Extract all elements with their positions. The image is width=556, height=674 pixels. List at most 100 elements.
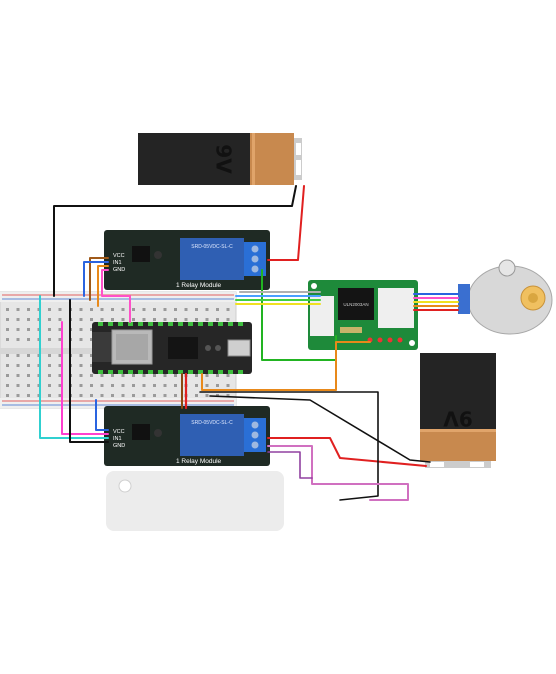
breadboard-hole [111,384,114,387]
breadboard-hole [48,318,51,321]
breadboard-hole [132,308,135,311]
breadboard-hole [195,384,198,387]
mcu-pin [148,322,153,326]
relay-bottom-pin-vcc: VCC [113,429,125,435]
breadboard-hole [142,318,146,321]
breadboard-hole [153,374,156,377]
breadboard-hole [195,394,198,397]
breadboard-hole [205,318,209,321]
breadboard-hole [163,374,167,377]
breadboard-hole [153,318,156,321]
breadboard-hole [142,308,146,311]
nodemcu-board [92,322,252,374]
breadboard-hole [226,384,230,387]
mcu-pin [238,370,243,374]
relay-bottom-part: SRD-05VDC-SL-C [191,420,233,426]
breadboard-hole [142,374,146,377]
mcu-pin [178,322,183,326]
breadboard-hole [132,384,135,387]
relay-module-bottom: SRD-05VDC-SL-C VCC IN1 GND 1 Relay Modul… [104,406,270,466]
breadboard-hole [6,318,9,321]
wire-black-right-loop [199,391,379,501]
relay-top-pin-vcc: VCC [113,253,125,259]
wire-cyan-left [39,295,109,439]
breadboard-hole [16,318,20,321]
mcu-pin [188,370,193,374]
breadboard-hole [163,384,167,387]
breadboard-hole [132,394,135,397]
breadboard-hole [58,384,62,387]
breadboard-hole [79,318,83,321]
mcu-pin [228,370,233,374]
breadboard-hole [163,394,167,397]
mcu-pin [128,370,133,374]
wire-red-battery-top [267,185,305,261]
breadboard-hole [90,354,93,357]
wire-purple-relay-sensor [267,451,313,479]
breadboard-hole [48,394,51,397]
wire-black-battery-top [53,185,297,297]
breadboard-hole [174,308,177,311]
mcu-pin [118,322,123,326]
breadboard-hole [6,354,9,357]
breadboard-hole [100,374,104,377]
mcu-pin-header-bottom [98,370,243,374]
breadboard-hole [48,308,51,311]
relay-module-top: SRD-05VDC-SL-C VCC IN1 GND 1 Relay Modul… [104,230,270,290]
breadboard-hole [142,394,146,397]
breadboard-hole [195,308,198,311]
breadboard-hole [111,394,114,397]
breadboard-hole [90,374,93,377]
mcu-pin [238,322,243,326]
breadboard-hole [195,374,198,377]
breadboard-hole [205,394,209,397]
breadboard-hole [121,384,125,387]
breadboard-hole [58,364,62,367]
breadboard-hole [195,318,198,321]
breadboard-hole [16,384,20,387]
breadboard-hole [216,318,219,321]
breadboard-hole [48,354,51,357]
wire-pink-relay-sensor [267,445,409,501]
mcu-pin [178,370,183,374]
wire-black-left [69,299,109,443]
relay-top-pin-gnd: GND [113,267,125,273]
breadboard-hole [48,328,51,331]
breadboard-hole [27,308,30,311]
breadboard-hole [90,384,93,387]
mcu-pin [168,370,173,374]
breadboard-hole [16,328,20,331]
breadboard-hole [58,338,62,341]
mcu-pin [228,322,233,326]
breadboard-hole [132,318,135,321]
breadboard-hole [16,374,20,377]
mcu-pin [108,370,113,374]
breadboard-hole [48,384,51,387]
breadboard-hole [79,384,83,387]
stepper-driver-board: ULN2003AN [308,280,418,350]
mcu-pin [138,370,143,374]
mcu-pin [208,370,213,374]
breadboard-hole [27,384,30,387]
breadboard-hole [205,374,209,377]
breadboard-hole [27,354,30,357]
wire-blue-relay-top [83,261,109,297]
wire-pink-relay-top [101,269,131,323]
mcu-pin [158,370,163,374]
breadboard-hole [216,384,219,387]
breadboard-hole [27,374,30,377]
breadboard-hole [79,374,83,377]
mcu-pin [128,322,133,326]
relay-bottom-title: 1 Relay Module [176,458,222,465]
breadboard-hole [163,318,167,321]
mcu-pin [168,322,173,326]
battery-right-label: 9V [443,407,473,431]
mcu-pin [208,322,213,326]
relay-top-title: 1 Relay Module [176,282,222,289]
wire-brown-relay-top [89,257,109,301]
breadboard-hole [111,318,114,321]
mcu-pin [198,322,203,326]
mcu-pin [158,322,163,326]
breadboard-hole [184,318,188,321]
